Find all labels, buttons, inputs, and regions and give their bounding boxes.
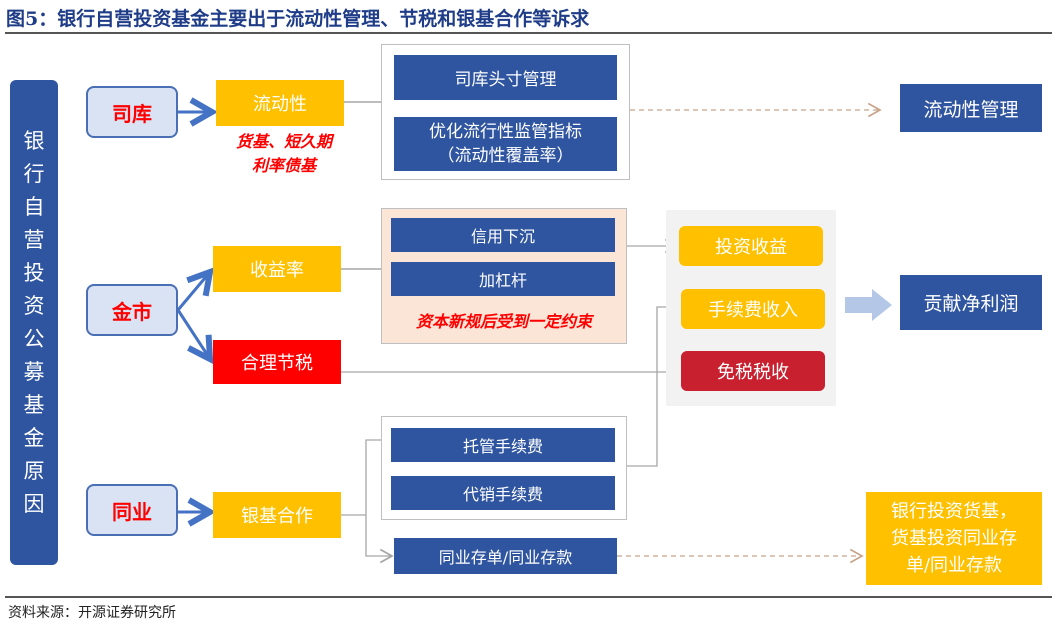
jinshi-item: 加杠杆 bbox=[391, 262, 615, 296]
result-net-profit: 贡献净利润 bbox=[900, 275, 1042, 330]
result-deposit: 银行投资货基， 货基投资同业存 单/同业存款 bbox=[866, 492, 1042, 585]
motive-cooperation: 银基合作 bbox=[213, 492, 341, 538]
note-line: 利率债基 bbox=[251, 156, 316, 175]
result-line: 银行投资货基， bbox=[891, 501, 1017, 522]
jinshi-item: 信用下沉 bbox=[391, 218, 615, 252]
category-siku: 司库 bbox=[86, 86, 178, 138]
tongye-item: 代销手续费 bbox=[391, 476, 615, 510]
siku-item-line: （流动性覆盖率） bbox=[437, 146, 574, 166]
source-note: 资料来源：开源证券研究所 bbox=[8, 605, 176, 621]
tongye-group bbox=[381, 416, 627, 520]
siku-item: 司库头寸管理 bbox=[394, 55, 617, 100]
benefit-fee-income: 手续费收入 bbox=[681, 289, 825, 329]
result-liquidity-mgmt: 流动性管理 bbox=[900, 84, 1042, 132]
motive-liquidity: 流动性 bbox=[216, 80, 344, 126]
category-jinshi: 金市 bbox=[86, 284, 178, 336]
top-rule bbox=[5, 32, 1052, 34]
jinshi-note: 资本新规后受到一定约束 bbox=[415, 312, 592, 331]
siku-item: 优化流行性监管指标 （流动性覆盖率） bbox=[394, 117, 617, 171]
tongye-item: 托管手续费 bbox=[391, 428, 615, 462]
siku-item-line: 优化流行性监管指标 bbox=[429, 122, 582, 142]
motive-tax: 合理节税 bbox=[213, 340, 341, 384]
figure-title: 图5：银行自营投资基金主要出于流动性管理、节税和银基合作等诉求 bbox=[6, 8, 590, 30]
tongye-extra: 同业存单/同业存款 bbox=[394, 538, 617, 574]
result-line: 单/同业存款 bbox=[905, 555, 1003, 576]
motive-yield: 收益率 bbox=[213, 246, 341, 292]
benefit-investment-income: 投资收益 bbox=[679, 226, 823, 266]
siku-group bbox=[381, 44, 630, 180]
big-arrow-icon bbox=[845, 289, 892, 321]
result-line: 货基投资同业存 bbox=[891, 528, 1017, 549]
note-line: 货基、短久期 bbox=[235, 132, 332, 151]
left-reason-bar: 银行自营投资公募基金原因 bbox=[10, 80, 58, 565]
bottom-rule bbox=[5, 596, 1052, 598]
benefit-tax-exempt: 免税税收 bbox=[681, 351, 825, 391]
category-tongye: 同业 bbox=[86, 484, 178, 536]
liquidity-note: 货基、短久期 利率债基 bbox=[214, 130, 354, 178]
